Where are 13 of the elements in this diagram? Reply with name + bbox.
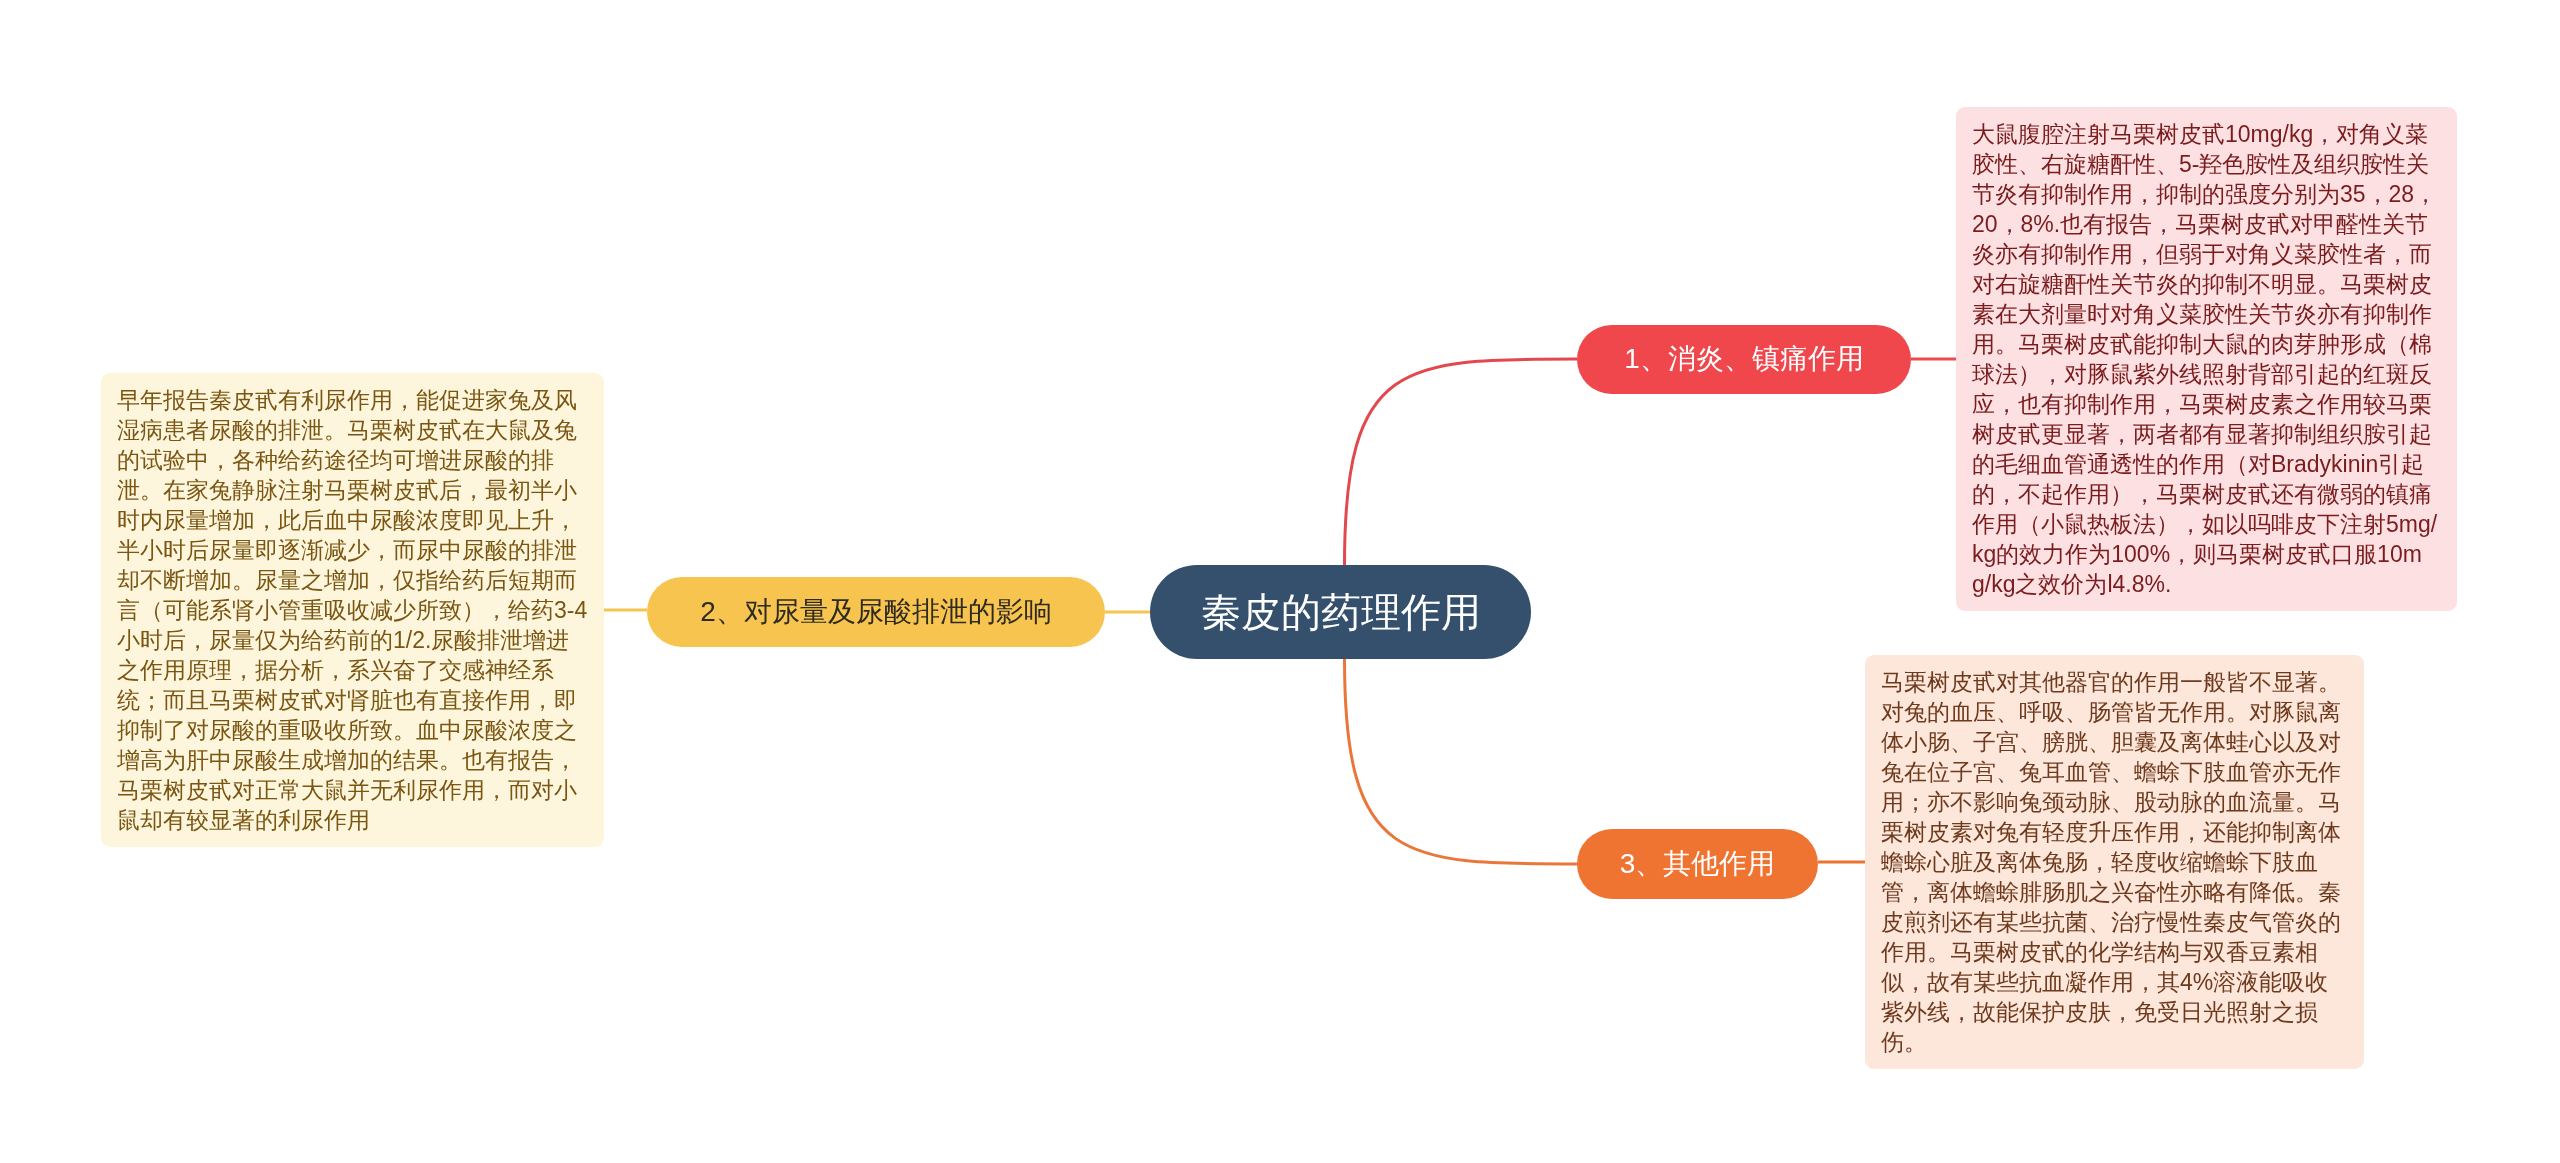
note-box: 早年报告秦皮甙有利尿作用，能促进家兔及风湿病患者尿酸的排泄。马栗树皮甙在大鼠及兔的试验中，各种给药途径均可增进尿酸的排泄。在家兔静脉注射马栗树皮甙后，最初半小时内尿量增加，此后血中尿酸浓度即见上升，半小时后尿量即逐渐减少，而尿中尿酸的排泄却不断增加。尿量之增加，仅指给药后短期而言（可能系肾小管重吸收减少所致），给药3-4小时后，尿量仅为给药前的1/2.尿酸排泄增进之作用原理，据分析，系兴奋了交感神经系统；而且马栗树皮甙对肾脏也有直接作用，即抑制了对尿酸的重吸收所致。血中尿酸浓度之增高为肝中尿酸生成增加的结果。也有报告，马栗树皮甙对正常大鼠并无利尿作用，而对小鼠却有较显著的利尿作用 xyxy=(101,373,604,847)
branch-topic: 3、其他作用 xyxy=(1577,829,1818,899)
connector-line xyxy=(1343,658,1577,866)
connector-line xyxy=(1818,860,1865,864)
branch-topic: 2、对尿量及尿酸排泄的影响 xyxy=(647,577,1105,647)
connector-line xyxy=(604,608,647,612)
connector-line xyxy=(1911,357,1956,361)
connector-line xyxy=(1343,357,1577,566)
note-box: 大鼠腹腔注射马栗树皮甙10mg/kg，对角义菜胶性、右旋糖酐性、5-羟色胺性及组织胺性关节炎有抑制作用，抑制的强度分别为35，28，20，8%.也有报告，马栗树皮甙对甲醛性关节炎亦有抑制作用，但弱于对角义菜胶性者，而对右旋糖酐性关节炎的抑制不明显。马栗树皮素在大剂量时对角义菜胶性关节炎亦有抑制作用。马栗树皮甙能抑制大鼠的肉芽肿形成（棉球法），对豚鼠紫外线照射背部引起的红斑反应，也有抑制作用，马栗树皮素之作用较马栗树皮甙更显著，两者都有显著抑制组织胺引起的毛细血管通透性的作用（对Bradykinin引起的，不起作用），马栗树皮甙还有微弱的镇痛作用（小鼠热板法），如以吗啡皮下注射5mg/kg的效力作为100%，则马栗树皮甙口服10mg/kg之效价为l4.8%. xyxy=(1956,107,2457,611)
connector-line xyxy=(1105,610,1150,614)
central-topic: 秦皮的药理作用 xyxy=(1150,565,1531,659)
note-box: 马栗树皮甙对其他器官的作用一般皆不显著。对兔的血压、呼吸、肠管皆无作用。对豚鼠离体小肠、子宫、膀胱、胆囊及离体蛙心以及对兔在位子宫、兔耳血管、蟾蜍下肢血管亦无作用；亦不影响兔颈动脉、股动脉的血流量。马栗树皮素对兔有轻度升压作用，还能抑制离体蟾蜍心脏及离体兔肠，轻度收缩蟾蜍下肢血管，离体蟾蜍腓肠肌之兴奋性亦略有降低。秦皮煎剂还有某些抗菌、治疗慢性秦皮气管炎的作用。马栗树皮甙的化学结构与双香豆素相似，故有某些抗血凝作用，其4%溶液能吸收紫外线，故能保护皮肤，免受日光照射之损伤。 xyxy=(1865,655,2364,1069)
branch-topic: 1、消炎、镇痛作用 xyxy=(1577,324,1911,394)
